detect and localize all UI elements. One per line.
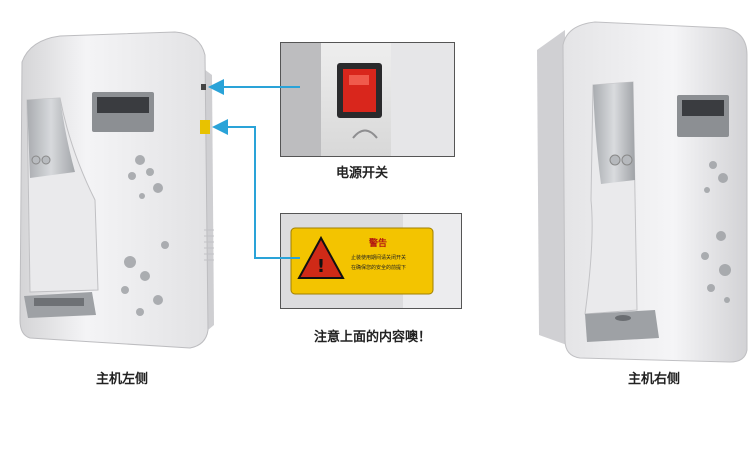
right-unit-photo <box>525 0 750 370</box>
notice-caption: 注意上面的内容噢！ <box>314 330 432 345</box>
warning-label-line2: 在确保您的安全的前提下 <box>351 265 407 271</box>
warning-label-closeup: ! 警告 止装使用期间请关闭开关 在确保您的安全的前提下 <box>280 213 462 309</box>
left-unit-photo <box>0 0 230 360</box>
warning-label-line1: 止装使用期间请关闭开关 <box>351 255 407 261</box>
warning-label-title: 警告 <box>369 239 388 249</box>
svg-text:!: ! <box>317 256 325 277</box>
power-switch-caption: 电源开关 <box>336 166 389 181</box>
left-unit-caption: 主机左侧 <box>96 372 149 387</box>
power-switch-closeup <box>280 42 455 157</box>
right-unit-caption: 主机右侧 <box>628 372 681 387</box>
arrow-warning-label <box>212 119 300 259</box>
